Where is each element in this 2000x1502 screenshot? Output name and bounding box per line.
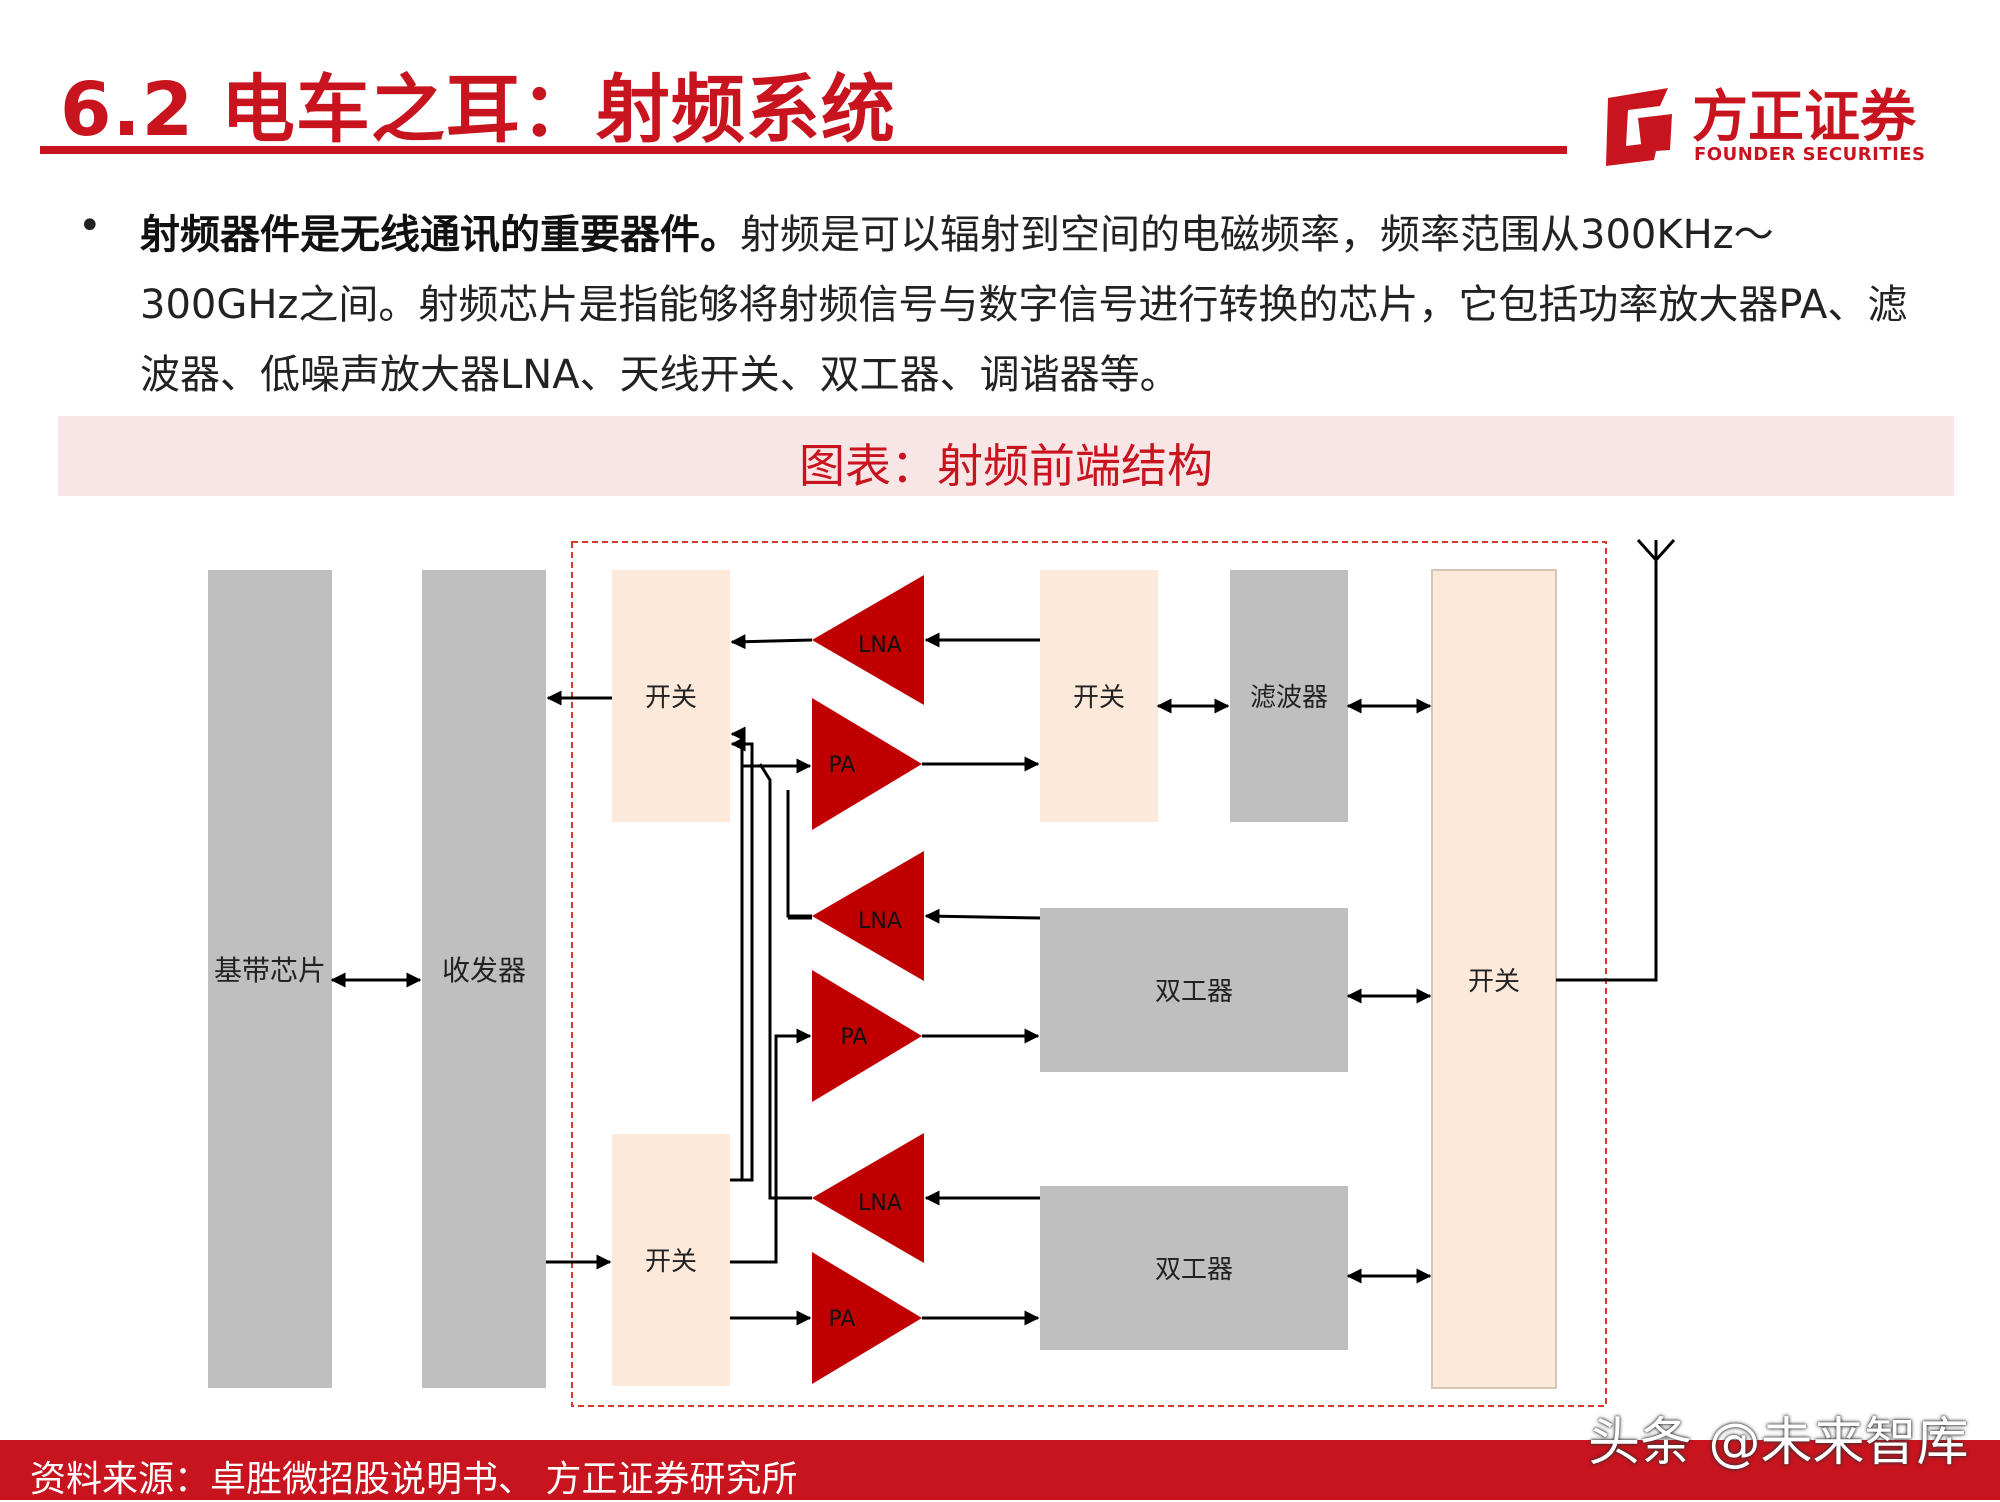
- duplexer-block-1: 双工器: [1040, 908, 1348, 1072]
- logo-mark-icon: [1606, 88, 1672, 166]
- company-logo: 方正证券 FOUNDER SECURITIES: [1598, 80, 1938, 170]
- intro-paragraph: 射频器件是无线通讯的重要器件。射频是可以辐射到空间的电磁频率，频率范围从300K…: [140, 200, 1910, 410]
- source-note: 资料来源：卓胜微招股说明书、 方正证券研究所: [30, 1459, 798, 1500]
- switch-label: 开关: [645, 683, 697, 713]
- antenna-switch-block: 开关: [1431, 569, 1557, 1389]
- baseband-chip-label: 基带芯片: [214, 954, 326, 987]
- duplexer-block-2: 双工器: [1040, 1186, 1348, 1350]
- figure-caption: 图表：射频前端结构: [799, 439, 1213, 493]
- logo-english-text: FOUNDER SECURITIES: [1694, 144, 1926, 165]
- duplexer-label: 双工器: [1155, 977, 1233, 1007]
- switch-block-bottom: 开关: [612, 1134, 730, 1386]
- source-bar: 资料来源：卓胜微招股说明书、 方正证券研究所: [0, 1440, 2000, 1500]
- pa-amplifier-3: PA: [812, 1252, 922, 1384]
- figure-caption-bar: 图表：射频前端结构: [58, 416, 1954, 496]
- lna-label: LNA: [858, 909, 902, 934]
- transceiver-block: 收发器: [422, 570, 546, 1388]
- intro-text: 射频是可以辐射到空间的电磁频率，频率范围从300KHz～300GHz之间。射频芯…: [140, 212, 1908, 398]
- title-underline: [40, 146, 1567, 154]
- watermark: 头条 @未来智库: [1588, 1413, 1969, 1473]
- switch-block-top: 开关: [612, 570, 730, 822]
- pa-amplifier-1: PA: [812, 698, 922, 830]
- lna-amplifier-1: LNA: [812, 575, 924, 705]
- signal-connectors: [330, 538, 1676, 1326]
- switch-label: 开关: [1073, 683, 1125, 713]
- lna-amplifier-2: LNA: [812, 851, 924, 981]
- lna-amplifier-3: LNA: [812, 1133, 924, 1263]
- bullet-icon: •: [78, 203, 102, 249]
- filter-label: 滤波器: [1250, 683, 1328, 713]
- pa-label: PA: [829, 1307, 856, 1332]
- intro-bold: 射频器件是无线通讯的重要器件。: [140, 212, 740, 258]
- baseband-chip-block: 基带芯片: [208, 570, 332, 1388]
- rf-frontend-boundary: [571, 541, 1607, 1407]
- pa-label: PA: [829, 753, 856, 778]
- pa-label: PA: [841, 1025, 868, 1050]
- logo-chinese-text: 方正证券: [1692, 85, 1916, 150]
- lna-label: LNA: [858, 633, 902, 658]
- pa-amplifier-2: PA: [812, 970, 922, 1102]
- lna-label: LNA: [858, 1191, 902, 1216]
- duplexer-label: 双工器: [1155, 1255, 1233, 1285]
- switch-label: 开关: [1468, 967, 1520, 997]
- switch-block-filter: 开关: [1040, 570, 1158, 822]
- filter-block: 滤波器: [1230, 570, 1348, 822]
- transceiver-label: 收发器: [442, 954, 526, 987]
- switch-label: 开关: [645, 1247, 697, 1277]
- page-title: 6.2 电车之耳：射频系统: [60, 67, 896, 153]
